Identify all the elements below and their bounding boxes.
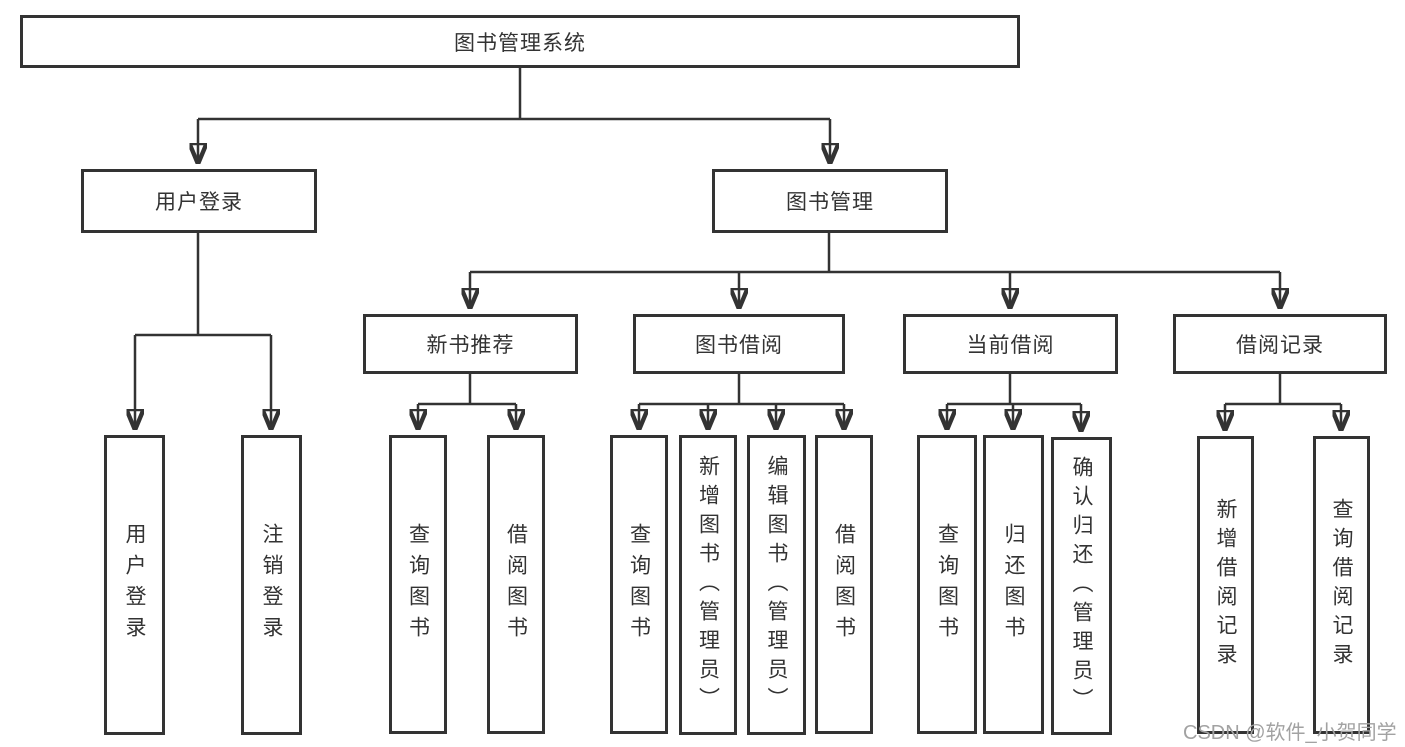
- node-borrow-books-recommend: 借阅图书: [487, 435, 545, 734]
- node-query-borrow-record: 查询借阅记录: [1313, 436, 1370, 734]
- node-new-book-recommend: 新书推荐: [363, 314, 578, 374]
- node-logout: 注销登录: [241, 435, 302, 735]
- node-confirm-return-admin: 确认归还（管理员）: [1051, 437, 1112, 735]
- node-query-books-recommend: 查询图书: [389, 435, 447, 734]
- node-add-borrow-record-label: 新增借阅记录: [1214, 498, 1237, 672]
- node-add-book-admin-label: 新增图书（管理员）: [696, 454, 720, 716]
- node-query-books-borrow: 查询图书: [610, 435, 668, 734]
- node-user-login-branch: 用户登录: [81, 169, 317, 233]
- node-book-management-branch: 图书管理: [712, 169, 948, 233]
- node-return-books-label: 归还图书: [1002, 522, 1025, 647]
- node-book-borrow: 图书借阅: [633, 314, 845, 374]
- node-query-books-current: 查询图书: [917, 435, 977, 734]
- node-user-login: 用户登录: [104, 435, 165, 735]
- node-edit-book-admin: 编辑图书（管理员）: [747, 435, 806, 735]
- node-edit-book-admin-label: 编辑图书（管理员）: [765, 454, 788, 716]
- csdn-watermark: CSDN @软件_小贺同学: [1183, 722, 1397, 744]
- node-borrow-books-recommend-label: 借阅图书: [504, 522, 528, 647]
- node-borrow-books: 借阅图书: [815, 435, 873, 734]
- node-borrow-records: 借阅记录: [1173, 314, 1387, 374]
- node-user-login-label: 用户登录: [123, 523, 146, 647]
- node-query-books-borrow-label: 查询图书: [627, 522, 651, 647]
- node-confirm-return-admin-label: 确认归还（管理员）: [1070, 455, 1093, 717]
- node-query-borrow-record-label: 查询借阅记录: [1330, 498, 1353, 672]
- node-root: 图书管理系统: [20, 15, 1020, 68]
- node-add-borrow-record: 新增借阅记录: [1197, 436, 1254, 734]
- node-logout-label: 注销登录: [260, 523, 283, 647]
- node-current-borrow: 当前借阅: [903, 314, 1118, 374]
- node-query-books-current-label: 查询图书: [935, 522, 959, 647]
- node-add-book-admin: 新增图书（管理员）: [679, 435, 737, 735]
- node-query-books-recommend-label: 查询图书: [406, 522, 430, 647]
- node-borrow-books-label: 借阅图书: [832, 522, 856, 647]
- node-return-books: 归还图书: [983, 435, 1044, 734]
